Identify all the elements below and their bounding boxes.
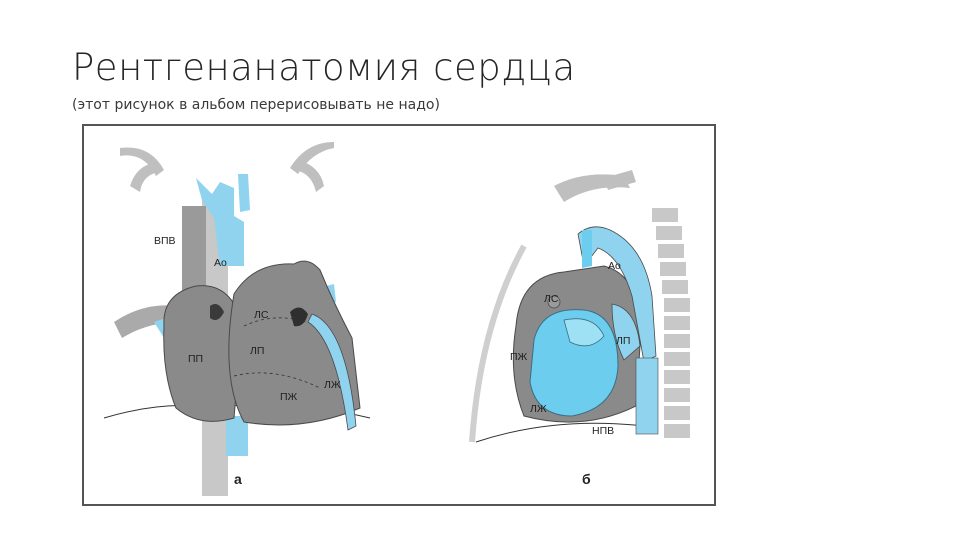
label-right-atrium: ПП bbox=[188, 353, 203, 365]
label-svc: ВПВ bbox=[154, 235, 176, 247]
slide-title: Рентгенанатомия сердца bbox=[72, 46, 576, 89]
label-left-atrium-a: ЛП bbox=[250, 345, 264, 357]
left-rib-arc bbox=[130, 162, 158, 192]
right-rib-arc bbox=[296, 160, 324, 192]
label-left-atrium-b: ЛП bbox=[616, 335, 630, 347]
figure-illustration: ВПВ Ао ЛС ЛП ПП ПЖ ЛЖ а bbox=[84, 126, 714, 504]
label-ivc: НПВ bbox=[592, 425, 614, 437]
panel-a-letter: а bbox=[234, 471, 242, 487]
panel-a-frontal-view: ВПВ Ао ЛС ЛП ПП ПЖ ЛЖ а bbox=[104, 142, 370, 496]
panel-b-letter: б bbox=[582, 471, 591, 487]
panel-b-lateral-view: Ао ЛС ЛП ПЖ ЛЖ НПВ б bbox=[472, 170, 690, 487]
diaphragm-line-lateral bbox=[476, 423, 644, 442]
label-left-ventricle-a: ЛЖ bbox=[324, 379, 341, 391]
great-vessel-lateral bbox=[582, 230, 592, 268]
label-aorta-b: Ао bbox=[608, 260, 621, 272]
carotid-vessel bbox=[238, 174, 250, 212]
slide-subtitle: (этот рисунок в альбом перерисовывать не… bbox=[72, 97, 440, 113]
ivc-lateral bbox=[636, 358, 658, 434]
label-left-ventricle-b: ЛЖ bbox=[530, 403, 547, 415]
label-right-ventricle-a: ПЖ bbox=[280, 391, 298, 403]
label-aorta-a: Ао bbox=[214, 257, 227, 269]
heart-xray-figure: ВПВ Ао ЛС ЛП ПП ПЖ ЛЖ а bbox=[82, 124, 716, 506]
label-right-ventricle-b: ПЖ bbox=[510, 351, 528, 363]
label-left-appendage-b: ЛС bbox=[544, 293, 559, 305]
label-left-appendage-a: ЛС bbox=[254, 309, 269, 321]
